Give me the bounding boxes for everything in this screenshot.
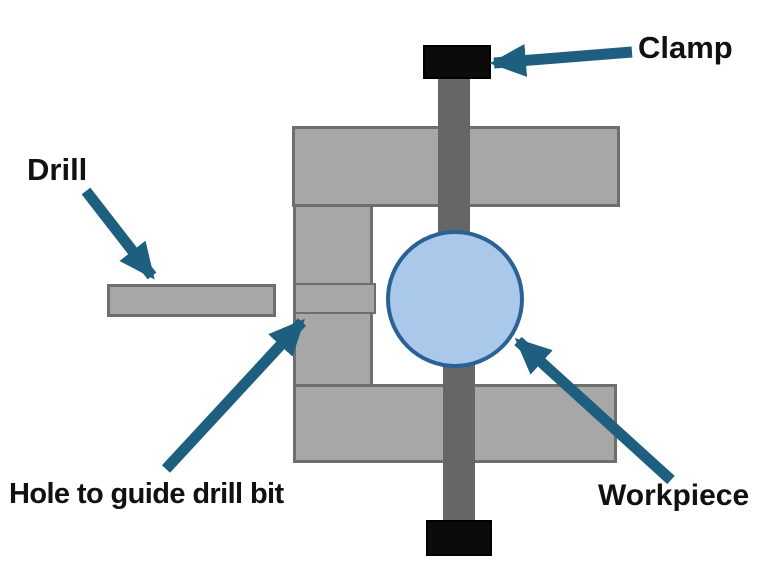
drill-bit	[107, 284, 276, 317]
hole-guide-label: Hole to guide drill bit	[9, 478, 284, 510]
clamp-head-bottom	[426, 520, 492, 556]
drill-label: Drill	[27, 152, 88, 187]
hole-guide-arrow	[161, 318, 307, 473]
clamp-arrow	[489, 44, 633, 77]
workpiece-circle	[386, 230, 524, 368]
drill-arrow	[81, 187, 157, 280]
clamp-head-top	[423, 45, 491, 79]
clamp-label: Clamp	[638, 30, 733, 65]
drill-guide-hole	[294, 283, 376, 314]
workpiece-label: Workpiece	[598, 479, 750, 512]
